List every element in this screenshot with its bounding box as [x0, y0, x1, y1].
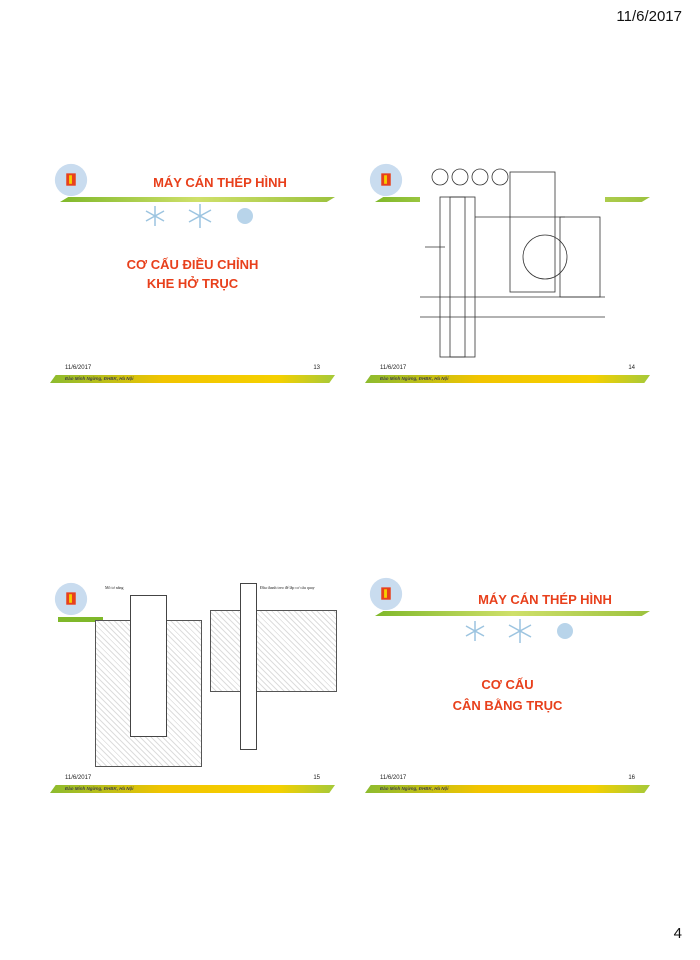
slide-author: Đào Minh Ngừng, ĐHBK, Hà Nội: [380, 376, 449, 381]
slide-number: 13: [313, 365, 320, 371]
drawing-label: Đầu thanh treo để lắp cơ cấu quay: [260, 585, 315, 590]
slide-number: 16: [628, 775, 635, 781]
snowflake-decor-icon: [465, 619, 573, 643]
slide-14: 11/6/2017 14 Đào Minh Ngừng, ĐHBK, Hà Nộ…: [365, 155, 650, 395]
slide-author: Đào Minh Ngừng, ĐHBK, Hà Nội: [380, 786, 449, 791]
slide-subtitle-1: CƠ CẤU: [481, 677, 534, 692]
footer-bar: [365, 785, 650, 793]
slide-date: 11/6/2017: [65, 775, 92, 781]
slide-15: Mô tơ nâng Đầu thanh treo để lắp cơ cấu …: [50, 565, 337, 805]
footer-bar: [50, 785, 335, 793]
slide-author: Đào Minh Ngừng, ĐHBK, Hà Nội: [65, 376, 134, 381]
footer-bar: [50, 375, 335, 383]
slide-13: MÁY CÁN THÉP HÌNH CƠ CẤU ĐIỀU CHỈNH KHE …: [50, 155, 335, 395]
mechanical-drawing-right: [210, 610, 337, 692]
slide-number: 15: [313, 775, 320, 781]
page-header-date: 11/6/2017: [616, 8, 682, 25]
slide-date: 11/6/2017: [380, 775, 407, 781]
shaft-drawing: [130, 595, 167, 737]
slide-number: 14: [628, 365, 635, 371]
slide-subtitle-1: CƠ CẤU ĐIỀU CHỈNH: [126, 257, 259, 272]
snowflake-decor-icon: [145, 204, 253, 228]
slide-title: MÁY CÁN THÉP HÌNH: [153, 175, 287, 190]
snowflake-logo-icon: [369, 163, 403, 197]
title-bar: [375, 611, 650, 616]
drawing-label: Mô tơ nâng: [105, 585, 124, 590]
slide-date: 11/6/2017: [380, 365, 407, 371]
shaft-drawing: [240, 583, 257, 750]
slide-title: MÁY CÁN THÉP HÌNH: [478, 592, 612, 607]
slide-date: 11/6/2017: [65, 365, 92, 371]
title-bar: [60, 197, 335, 202]
slide-subtitle-2: KHE HỞ TRỤC: [146, 276, 239, 291]
slide-author: Đào Minh Ngừng, ĐHBK, Hà Nội: [65, 786, 134, 791]
snowflake-logo-icon: [54, 163, 88, 197]
page-number: 4: [673, 925, 682, 942]
snowflake-logo-icon: [369, 577, 403, 611]
footer-bar: [365, 375, 650, 383]
slide-subtitle-2: CÂN BẰNG TRỤC: [452, 698, 563, 713]
title-bar: [58, 617, 103, 622]
slide-16: MÁY CÁN THÉP HÌNH CƠ CẤU CÂN BẰNG TRỤC 1…: [365, 565, 650, 805]
mechanical-drawing: [420, 157, 605, 362]
snowflake-logo-icon: [54, 582, 88, 616]
